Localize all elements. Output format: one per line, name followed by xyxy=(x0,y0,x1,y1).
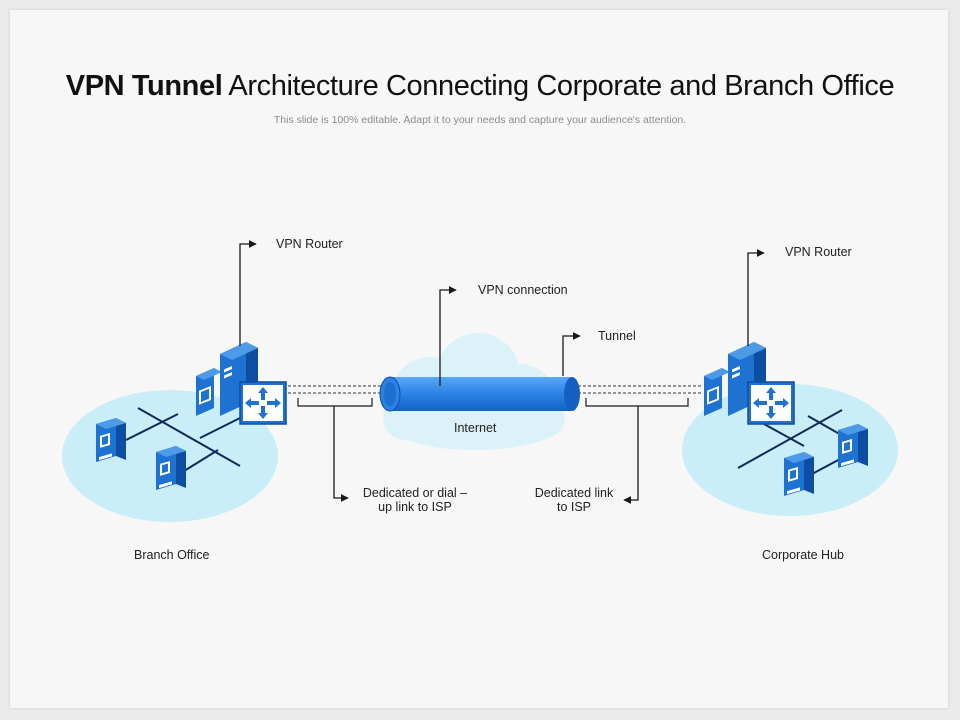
callout-dedicated-link xyxy=(623,406,639,504)
server-icon xyxy=(156,446,186,490)
callout-vpn-connection xyxy=(439,286,457,386)
label-vpn-connection: VPN connection xyxy=(478,283,568,297)
label-tunnel: Tunnel xyxy=(598,329,636,343)
label-dedicated-dial-line1: Dedicated or dial – xyxy=(362,486,468,500)
vpn-dashed-lines xyxy=(288,385,702,394)
callout-vpn-router-right xyxy=(747,249,765,346)
corporate-hub-ellipse xyxy=(682,384,898,516)
page-subtitle: This slide is 100% editable. Adapt it to… xyxy=(273,114,687,126)
server-icon xyxy=(96,418,126,462)
corporate-lan-lines xyxy=(737,409,851,475)
page-title: VPN Tunnel Architecture Connecting Corpo… xyxy=(0,70,960,103)
label-internet: Internet xyxy=(454,421,497,435)
label-branch-office: Branch Office xyxy=(134,548,210,562)
label-dedicated-dial-line2: up link to ISP xyxy=(378,500,452,514)
label-dedicated-dial: Dedicated or dial – up link to ISP xyxy=(352,486,478,514)
title-rest: Architecture Connecting Corporate and Br… xyxy=(228,70,895,102)
label-corporate-hub: Corporate Hub xyxy=(762,548,844,562)
label-dedicated-link-line1: Dedicated link xyxy=(534,486,614,500)
callout-dedicated-dial xyxy=(333,406,349,502)
callout-vpn-router-left xyxy=(239,240,257,346)
label-dedicated-link-line2: to ISP xyxy=(556,500,592,514)
callout-tunnel xyxy=(562,332,581,376)
isp-brackets xyxy=(297,398,689,407)
label-dedicated-link: Dedicated link to ISP xyxy=(522,486,626,514)
title-bold: VPN Tunnel xyxy=(65,70,223,102)
server-icon xyxy=(784,452,814,496)
label-vpn-router-right: VPN Router xyxy=(785,245,852,259)
tunnel-cylinder-icon xyxy=(379,376,580,412)
label-vpn-router-left: VPN Router xyxy=(276,237,343,251)
server-icon xyxy=(838,424,868,468)
